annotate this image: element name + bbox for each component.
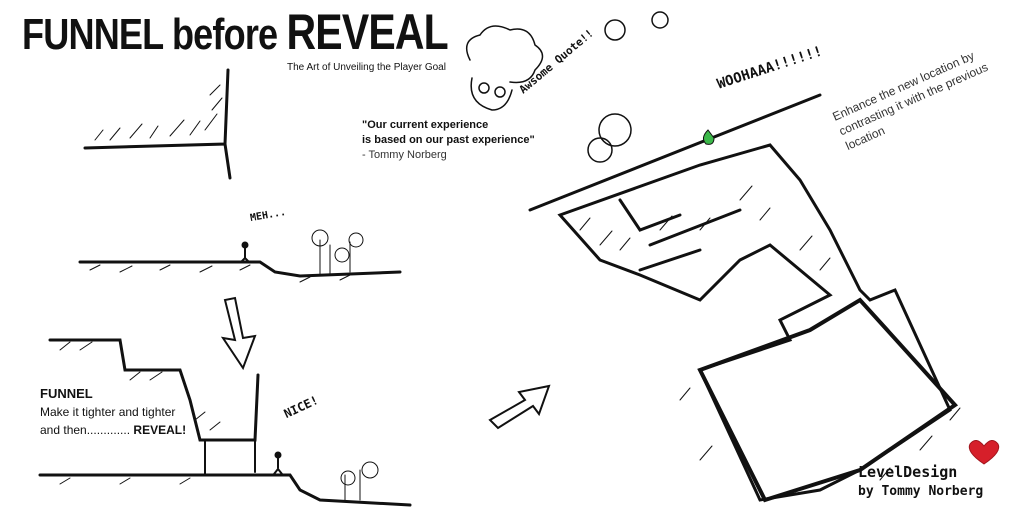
- funnel-line-2: and then.............: [40, 423, 131, 437]
- quote-line-2: is based on our past experience": [362, 134, 535, 146]
- quote: "Our current experience is based on our …: [362, 118, 535, 163]
- leaf-icon: [702, 129, 715, 145]
- title-part-reveal: REVEAL: [286, 4, 449, 60]
- signature-author: by Tommy Norberg: [858, 484, 984, 499]
- ledge-sketch: [83, 68, 232, 180]
- down-arrow-icon: [220, 296, 257, 371]
- character-head-sketch: [465, 11, 669, 111]
- funnel-heading: FUNNEL: [40, 386, 93, 401]
- page-title: FUNNEL before REVEAL: [22, 4, 449, 61]
- funnel-line-1: Make it tighter and tighter: [40, 405, 176, 419]
- subtitle: The Art of Unveiling the Player Goal: [287, 62, 446, 73]
- heart-icon: [968, 440, 1000, 465]
- reveal-word: REVEAL!: [133, 423, 187, 437]
- reveal-location-sketch: [528, 93, 961, 503]
- title-part-funnel: FUNNEL before: [22, 10, 278, 59]
- right-arrow-icon: [488, 384, 551, 430]
- signature-brand: LevelDesign: [858, 463, 958, 481]
- ground-sketch: [78, 229, 402, 283]
- funnel-note: FUNNEL Make it tighter and tighter and t…: [40, 385, 186, 439]
- quote-author: - Tommy Norberg: [362, 149, 447, 161]
- funnel-sketch: [38, 338, 412, 507]
- quote-line-1: "Our current experience: [362, 119, 489, 131]
- signature: LevelDesign by Tommy Norberg: [858, 462, 983, 502]
